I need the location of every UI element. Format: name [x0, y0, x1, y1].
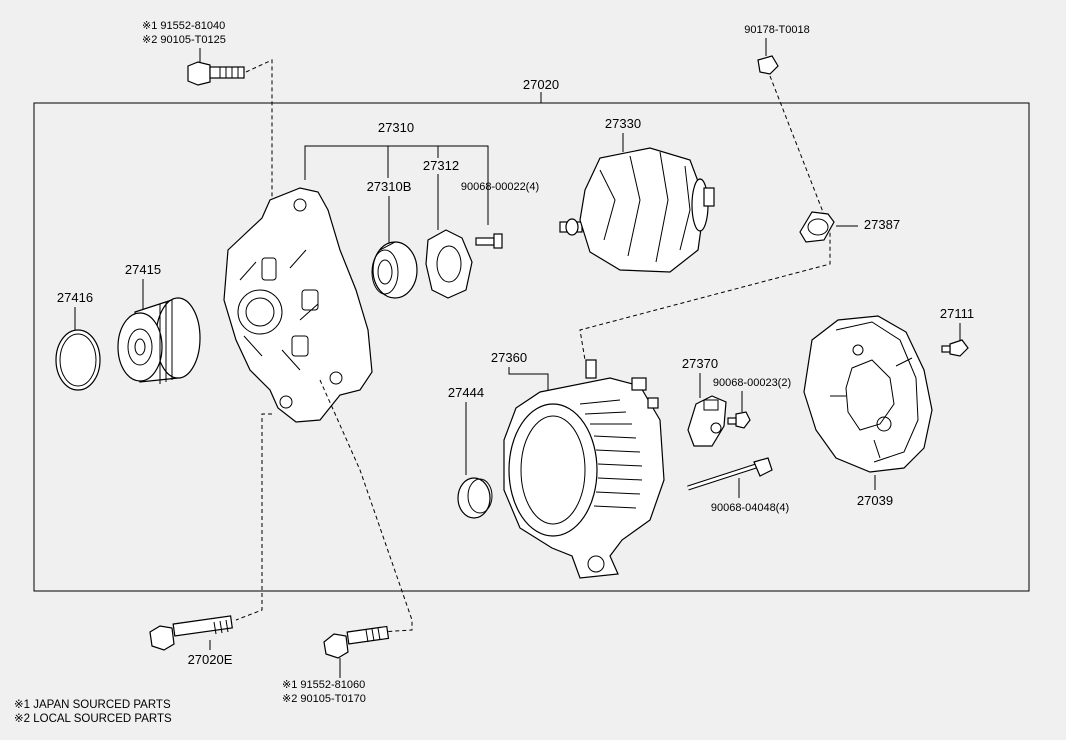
top-bolt-ref-1[interactable]: ※1 91552-81040 — [142, 20, 225, 32]
legend-note-japan: ※1 JAPAN SOURCED PARTS — [14, 699, 171, 711]
cap-90178-part[interactable] — [757, 55, 779, 75]
rotor-part[interactable] — [559, 147, 715, 273]
label-90068-00022[interactable]: 90068-00022(4) — [461, 181, 539, 193]
rear-end-cover-part[interactable] — [803, 315, 933, 473]
legend-note-local: ※2 LOCAL SOURCED PARTS — [14, 713, 172, 725]
label-90068-00023[interactable]: 90068-00023(2) — [713, 377, 791, 389]
terminal-nut-27111-part[interactable] — [941, 339, 969, 357]
screw-90068-00022-part[interactable] — [475, 233, 503, 249]
label-27360[interactable]: 27360 — [491, 350, 527, 365]
bolt-27020e-part[interactable] — [149, 615, 233, 651]
pulley-part[interactable] — [117, 297, 201, 384]
label-27415[interactable]: 27415 — [125, 262, 161, 277]
label-27444[interactable]: 27444 — [448, 385, 484, 400]
bearing-retainer-part[interactable] — [425, 229, 473, 299]
top-bolt-part[interactable] — [187, 61, 245, 86]
screw-90068-00023-part[interactable] — [727, 411, 751, 429]
bearing-part[interactable] — [371, 241, 418, 299]
label-90068-04048[interactable]: 90068-04048(4) — [711, 502, 789, 514]
brush-holder-part[interactable] — [687, 395, 727, 447]
label-27387[interactable]: 27387 — [864, 217, 900, 232]
label-27312[interactable]: 27312 — [423, 158, 459, 173]
label-27416[interactable]: 27416 — [57, 290, 93, 305]
label-90178-t0018[interactable]: 90178-T0018 — [744, 24, 809, 36]
drive-end-frame-part[interactable] — [223, 187, 373, 423]
through-bolt-part[interactable] — [687, 457, 773, 491]
terminal-insulator-part[interactable] — [799, 211, 835, 243]
assembly-number-label[interactable]: 27020 — [523, 77, 559, 92]
label-27310b[interactable]: 27310B — [367, 179, 412, 194]
bottom-bolt-ref-1[interactable]: ※1 91552-81060 — [282, 679, 365, 691]
label-27111[interactable]: 27111 — [940, 306, 974, 321]
label-27310[interactable]: 27310 — [378, 120, 414, 135]
label-27330[interactable]: 27330 — [605, 116, 641, 131]
pulley-cap-part[interactable] — [55, 329, 101, 391]
bearing-cover-part[interactable] — [457, 477, 493, 519]
bottom-bolt-part[interactable] — [323, 625, 390, 659]
bottom-bolt-ref-2[interactable]: ※2 90105-T0170 — [282, 693, 366, 705]
label-27020e[interactable]: 27020E — [188, 652, 233, 667]
label-27370[interactable]: 27370 — [682, 356, 718, 371]
top-bolt-ref-2[interactable]: ※2 90105-T0125 — [142, 34, 226, 46]
label-27039[interactable]: 27039 — [857, 493, 893, 508]
assembly-frame — [33, 102, 1030, 592]
rectifier-end-frame-part[interactable] — [503, 359, 665, 579]
